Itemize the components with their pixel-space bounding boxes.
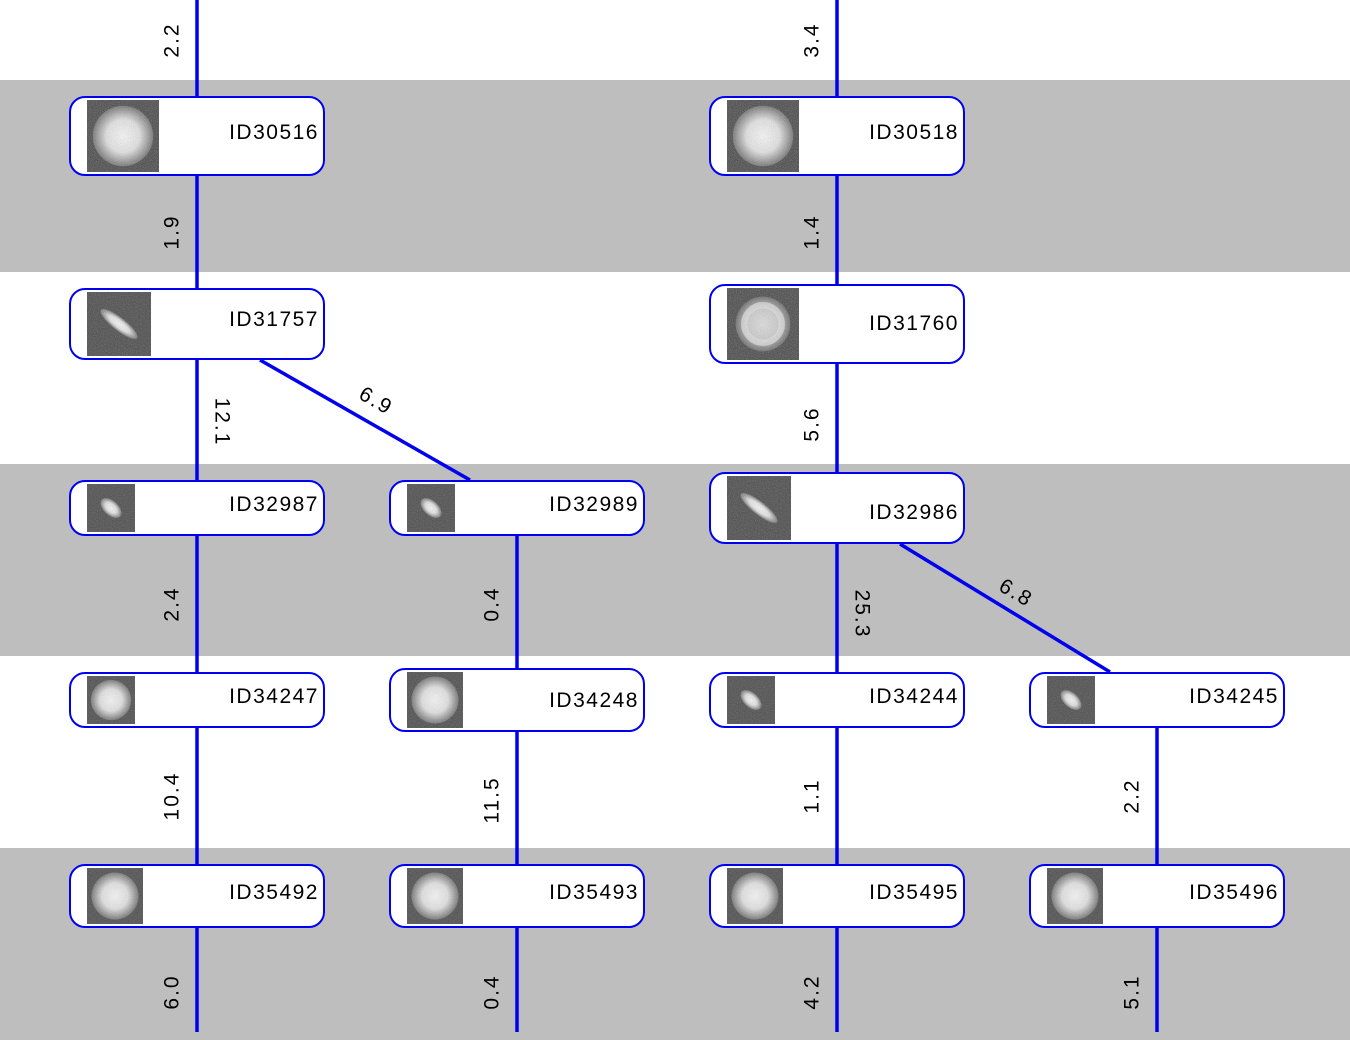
galaxy-thumbnail [87,676,135,724]
node-label: ID32986 [869,501,959,524]
galaxy-thumbnail [87,484,135,532]
galaxy-thumbnail [87,292,151,356]
galaxy-thumbnail [1047,868,1103,924]
node-label: ID30518 [869,121,959,144]
galaxy-thumbnail [727,676,775,724]
galaxy-thumbnail [727,868,783,924]
node-id35493[interactable]: ID35493 [389,864,645,928]
galaxy-thumbnail [87,100,159,172]
edge-label: 3.4 [801,22,824,57]
node-id32986[interactable]: ID32986 [709,472,965,544]
galaxy-thumbnail [407,868,463,924]
edge-label: 1.9 [161,214,184,249]
node-label: ID35496 [1189,881,1279,904]
node-label: ID31760 [869,312,959,335]
edge-label: 11.5 [481,776,504,823]
edge-label: 5.1 [1121,974,1144,1009]
node-id34247[interactable]: ID34247 [69,672,325,728]
galaxy-thumbnail [407,484,455,532]
node-label: ID35493 [549,881,639,904]
edge-line [899,542,1111,674]
node-id34248[interactable]: ID34248 [389,668,645,732]
edge-label: 6.0 [161,974,184,1009]
node-label: ID34248 [549,689,639,712]
edge-label: 2.2 [161,22,184,57]
edge-label: 0.4 [481,974,504,1009]
node-id32987[interactable]: ID32987 [69,480,325,536]
node-id30516[interactable]: ID30516 [69,96,325,176]
node-id32989[interactable]: ID32989 [389,480,645,536]
edge-label: 4.2 [801,974,824,1009]
edge-label: 6.9 [355,382,397,420]
edge-label: 10.4 [161,772,184,821]
galaxy-thumbnail [727,288,799,360]
node-id34245[interactable]: ID34245 [1029,672,1285,728]
galaxy-thumbnail [727,476,791,540]
edge-label: 2.2 [1121,778,1144,813]
node-id35495[interactable]: ID35495 [709,864,965,928]
edge-label: 12.1 [211,398,234,447]
node-label: ID34245 [1189,685,1279,708]
edge-label: 2.4 [161,586,184,621]
edge-label: 5.6 [801,406,824,441]
galaxy-thumbnail [727,100,799,172]
node-id30518[interactable]: ID30518 [709,96,965,176]
edge-label: 0.4 [481,586,504,621]
node-label: ID32987 [229,493,319,516]
node-label: ID34247 [229,685,319,708]
node-label: ID32989 [549,493,639,516]
galaxy-thumbnail [87,868,143,924]
node-id35496[interactable]: ID35496 [1029,864,1285,928]
edge-label: 1.4 [801,214,824,249]
node-id34244[interactable]: ID34244 [709,672,965,728]
galaxy-thumbnail [1047,676,1095,724]
node-label: ID30516 [229,121,319,144]
edge-label: 25.3 [851,590,874,639]
node-id31757[interactable]: ID31757 [69,288,325,360]
node-id31760[interactable]: ID31760 [709,284,965,364]
node-id35492[interactable]: ID35492 [69,864,325,928]
node-label: ID31757 [229,308,319,331]
edge-line [259,358,471,482]
galaxy-thumbnail [407,672,463,728]
node-label: ID35492 [229,881,319,904]
edge-label: 1.1 [801,778,824,813]
node-label: ID34244 [869,685,959,708]
node-label: ID35495 [869,881,959,904]
